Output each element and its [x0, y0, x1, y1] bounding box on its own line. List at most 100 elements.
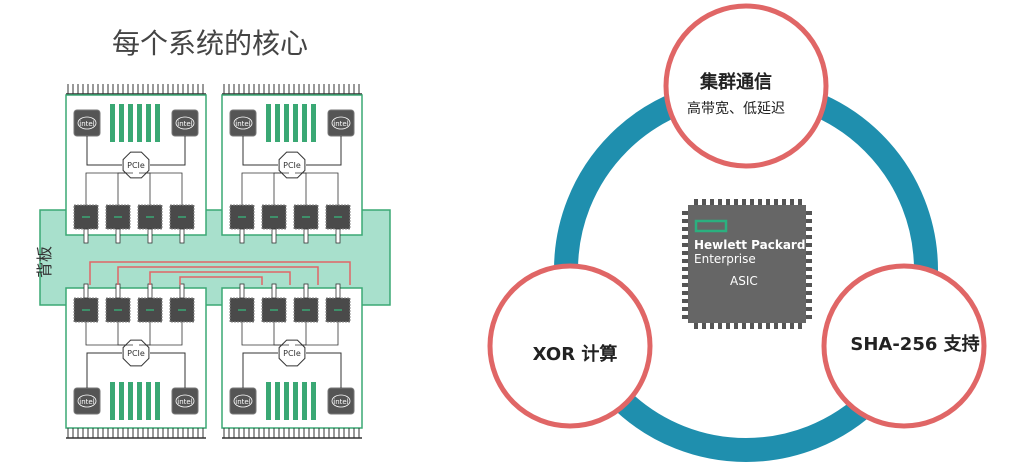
red-link — [149, 271, 291, 285]
chip-pin — [710, 199, 714, 205]
chip-pin — [790, 323, 794, 329]
chip-link — [85, 172, 127, 205]
memory-dimm — [275, 382, 280, 420]
intel-logo-ring — [331, 394, 351, 408]
connector-row — [66, 84, 206, 95]
backplane-stub — [303, 228, 309, 244]
chip-pin — [702, 323, 706, 329]
backplane-stub — [147, 228, 153, 244]
chip-pin — [774, 323, 778, 329]
chip-pin — [806, 267, 812, 271]
backplane-stub — [335, 228, 341, 244]
memory-dimm — [137, 382, 142, 420]
chip-pin — [682, 219, 688, 223]
pcie-label: PCIe — [283, 349, 301, 358]
intel-logo-ring — [77, 116, 97, 130]
feature-circle — [487, 263, 653, 429]
cpu: intel — [229, 109, 257, 137]
chip-link — [145, 172, 183, 205]
node-cluster-comm-subtitle: 高带宽、低延迟 — [687, 101, 785, 117]
backplane-stub — [271, 228, 277, 244]
node-cluster-comm-text: 集群通信 高带宽、低延迟 — [661, 68, 811, 118]
memory-dimm — [293, 104, 298, 142]
chip-pin — [682, 291, 688, 295]
chip-pin — [682, 243, 688, 247]
chip-pin — [782, 323, 786, 329]
backplane-stub — [83, 228, 89, 244]
memory-dimm — [110, 382, 115, 420]
chip-pin — [702, 199, 706, 205]
cpu-label: intel — [235, 398, 250, 406]
chip-pin — [682, 307, 688, 311]
hpe-logo — [694, 219, 728, 233]
chip-link — [301, 322, 339, 346]
chip-pin — [718, 323, 722, 329]
pcie-label: PCIe — [127, 349, 145, 358]
chip-pin — [806, 211, 812, 215]
asic-brand-line2: Enterprise — [694, 252, 756, 266]
connector-row — [222, 428, 362, 439]
chip-pin — [682, 275, 688, 279]
chip-pin — [806, 283, 812, 287]
server-board: intel intel PCIe — [221, 283, 363, 429]
chip-pin — [742, 199, 746, 205]
chip-link — [301, 172, 339, 205]
chip-pin — [682, 267, 688, 271]
cpu: intel — [73, 109, 101, 137]
intel-logo-ring — [331, 116, 351, 130]
chip-pin — [734, 199, 738, 205]
chip-pin — [758, 323, 762, 329]
memory-dimm — [119, 382, 124, 420]
chip-pin — [682, 211, 688, 215]
cpu-link — [242, 136, 278, 166]
cpu-link — [150, 136, 186, 166]
feature-circle — [821, 263, 987, 429]
cpu-label: intel — [333, 398, 348, 406]
chip-pin — [750, 323, 754, 329]
backplane-stub — [271, 283, 277, 299]
diagram-title: 每个系统的核心 — [111, 27, 308, 60]
backplane-stub — [115, 283, 121, 299]
memory-dimm — [311, 104, 316, 142]
memory-dimm — [266, 382, 271, 420]
feature-circle — [663, 3, 829, 169]
node-sha-text: SHA-256 支持 — [850, 330, 980, 356]
red-link — [117, 266, 319, 285]
cpu-link — [86, 352, 122, 388]
cpu-label: intel — [235, 120, 250, 128]
chip-pin — [774, 199, 778, 205]
connector-row — [222, 84, 362, 95]
chip-pin — [790, 199, 794, 205]
cpu-link — [242, 352, 278, 388]
chip-link — [85, 322, 127, 346]
chip-pin — [682, 251, 688, 255]
memory-dimm — [293, 382, 298, 420]
cpu-link — [150, 352, 186, 388]
pcie-label: PCIe — [283, 161, 301, 170]
backplane-stub — [303, 283, 309, 299]
chip-body — [688, 205, 806, 323]
backplane-stub — [147, 283, 153, 299]
red-link — [89, 261, 351, 285]
chip-pin — [766, 199, 770, 205]
chip-link — [241, 172, 283, 205]
memory-dimm — [128, 382, 133, 420]
connector-row — [66, 428, 206, 439]
chip-pin — [806, 243, 812, 247]
asic-label: ASIC — [730, 274, 758, 288]
chip-pin — [682, 227, 688, 231]
intel-logo-ring — [77, 394, 97, 408]
asic-brand-line1: Hewlett Packard — [694, 238, 806, 252]
asic-features-diagram — [487, 3, 987, 462]
chip-pin — [806, 235, 812, 239]
chip-pin — [682, 283, 688, 287]
chip-pin — [750, 199, 754, 205]
cpu-label: intel — [177, 120, 192, 128]
chip-pin — [682, 259, 688, 263]
chip-pin — [798, 199, 802, 205]
memory-dimm — [137, 104, 142, 142]
chip-pin — [798, 323, 802, 329]
chip-pin — [726, 199, 730, 205]
